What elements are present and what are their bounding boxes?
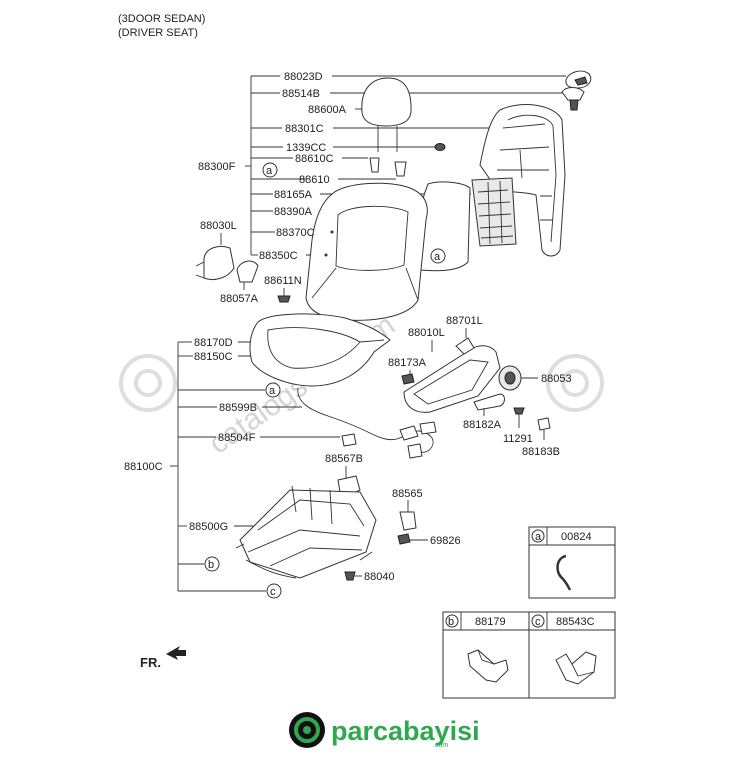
label-88500g: 88500G (189, 521, 228, 533)
label-11291: 11291 (503, 433, 533, 445)
headrest-guide-2 (394, 161, 407, 177)
callout-c (266, 583, 282, 599)
callout-a-back-label: a (266, 165, 273, 177)
label-88053: 88053 (541, 373, 572, 385)
label-88599b: 88599B (219, 402, 257, 414)
legend-c-key: c (535, 616, 541, 628)
label-88610c: 88610C (295, 153, 334, 165)
bolt-1339cc (434, 143, 446, 151)
seatback-frame (479, 104, 566, 257)
legend-c-part: 88543C (556, 616, 595, 628)
callout-c-label: c (270, 586, 276, 598)
label-88010l: 88010L (408, 327, 445, 339)
lumbar-support (471, 177, 517, 247)
screw-88173a (401, 373, 415, 385)
legend-b-box: b 88179 (442, 611, 530, 699)
label-88173a: 88173A (388, 357, 427, 369)
label-88040: 88040 (364, 571, 395, 583)
model-label: (3DOOR SEDAN) (118, 13, 205, 25)
callouts: a a a b c (204, 162, 446, 599)
logo-suffix: .com (433, 742, 448, 749)
logo-text: parcabayisi (331, 716, 480, 746)
label-88023d: 88023D (284, 71, 323, 83)
headrest-guide (369, 157, 380, 173)
bracket-88565 (399, 511, 417, 531)
front-label: FR. (140, 655, 161, 670)
seat-cushion-group (170, 313, 437, 592)
label-88610: 88610 (299, 174, 330, 186)
callout-a-back (262, 162, 278, 178)
seat-label: (DRIVER SEAT) (118, 27, 198, 39)
bracket-88179-icon (467, 649, 509, 683)
label-88165a: 88165A (274, 189, 313, 201)
label-88390a: 88390A (274, 206, 313, 218)
label-88300f: 88300F (198, 161, 236, 173)
side-cover (203, 245, 235, 281)
label-88350c: 88350C (259, 250, 298, 262)
label-88611n: 88611N (264, 275, 302, 287)
front-arrow-icon (166, 646, 186, 660)
label-88170d: 88170D (194, 337, 233, 349)
bracket-88543c-icon (555, 651, 597, 685)
seat-cushion (249, 313, 391, 387)
label-88183b: 88183B (522, 446, 560, 458)
label-88504f: 88504F (218, 432, 256, 444)
label-88701l: 88701L (446, 315, 483, 327)
front-direction-indicator: FR. (140, 646, 186, 670)
legend-a-box: a 00824 (528, 526, 616, 599)
label-88100c: 88100C (124, 461, 163, 473)
side-shield (403, 345, 501, 413)
legend-a-part: 00824 (561, 531, 592, 543)
headrest (361, 77, 412, 127)
label-88182a: 88182A (463, 419, 502, 431)
callout-b (204, 556, 220, 572)
side-shield-group (401, 328, 551, 440)
part-labels: 88023D 88514B 88600A 88301C 1339CC 88610… (124, 71, 572, 583)
callout-a-pad (430, 248, 446, 264)
label-88301c: 88301C (285, 123, 324, 135)
label-88150c: 88150C (194, 351, 233, 363)
connector-2 (419, 421, 437, 435)
connector-1 (399, 425, 419, 441)
lever-88182a (473, 393, 505, 411)
guide-88514b (561, 87, 585, 101)
legend-b-part: 88179 (475, 616, 506, 628)
label-88514b: 88514B (282, 88, 320, 100)
seat-track (239, 489, 377, 579)
connector-3 (407, 443, 423, 459)
cap-88040 (344, 571, 356, 581)
label-88057a: 88057A (220, 293, 259, 305)
label-88370c: 88370C (276, 227, 315, 239)
connector-4 (341, 433, 357, 447)
bolt-69826 (397, 533, 411, 545)
legend-a-key: a (535, 531, 542, 543)
label-88030l: 88030L (200, 220, 237, 232)
legend-b-key: b (448, 616, 454, 628)
label-69826: 69826 (430, 535, 461, 547)
label-88567b: 88567B (325, 453, 363, 465)
label-88565: 88565 (392, 488, 423, 500)
callout-a-pad-label: a (434, 251, 441, 263)
callout-a-cushion (265, 382, 281, 398)
side-cover-clip (236, 260, 259, 283)
seat-back-group (195, 70, 592, 321)
callout-b-label: b (208, 559, 214, 571)
brand-logo: parcabayisi .com (289, 712, 480, 749)
seatback-cushion (305, 182, 428, 321)
screw-88611n (277, 295, 291, 303)
screw-11291 (513, 407, 525, 415)
label-1339cc: 1339CC (286, 142, 326, 154)
legend-c-box: c 88543C (528, 611, 616, 699)
label-88600a: 88600A (308, 104, 347, 116)
callout-a-cushion-label: a (269, 385, 276, 397)
wire-clip-icon (556, 554, 572, 591)
cover-88701l (455, 337, 475, 355)
cap-88183b (537, 417, 551, 431)
